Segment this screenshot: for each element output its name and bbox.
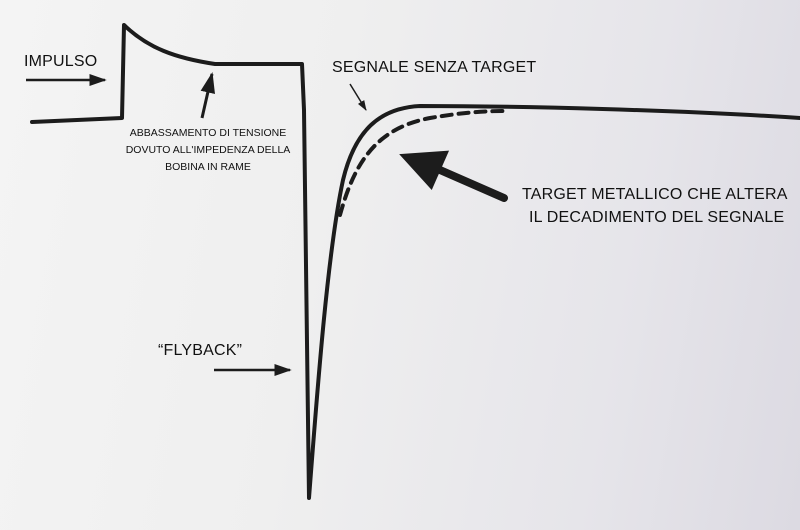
segnale-senza-target-pointer (349, 83, 367, 111)
abbassamento-label-line-3: BOBINA IN RAME (165, 161, 251, 173)
target-metallico-arrow (399, 150, 508, 202)
impulso-label: IMPULSO (24, 53, 97, 70)
segnale-senza-target-label: SEGNALE SENZA TARGET (332, 59, 536, 76)
target-metallico-label-line-2: IL DECADIMENTO DEL SEGNALE (529, 209, 784, 226)
signal-waveform-no-target (30, 23, 800, 500)
abbassamento-label-line-1: ABBASSAMENTO DI TENSIONE (130, 127, 287, 139)
signal-waveform-with-target (338, 109, 507, 217)
abbassamento-label-line-2: DOVUTO ALL'IMPEDENZA DELLA (126, 144, 291, 156)
target-metallico-label-line-1: TARGET METALLICO CHE ALTERA (522, 186, 788, 203)
flyback-label: “FLYBACK” (158, 342, 242, 359)
abbassamento-arrow (200, 71, 215, 119)
